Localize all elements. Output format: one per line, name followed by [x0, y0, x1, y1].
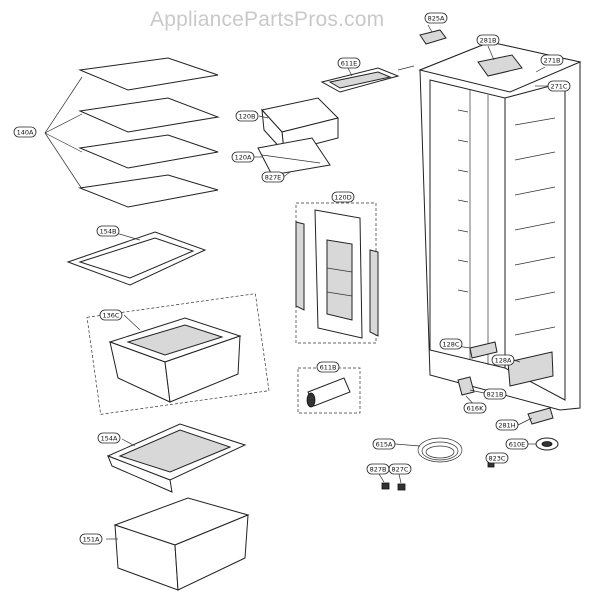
water-tube-coil — [417, 437, 463, 463]
clips — [381, 461, 495, 491]
svg-text:128A: 128A — [495, 357, 512, 365]
callout-120d: 120D — [331, 191, 355, 203]
svg-text:151A: 151A — [83, 536, 100, 544]
svg-text:615A: 615A — [376, 441, 393, 449]
crisper-drawer — [108, 317, 242, 403]
svg-text:611E: 611E — [341, 60, 358, 68]
callout-821b: 821B — [483, 388, 507, 400]
callout-615a: 615A — [372, 438, 396, 450]
top-bin — [320, 65, 415, 93]
top-hinge-part — [419, 29, 447, 45]
svg-text:271C: 271C — [551, 83, 568, 91]
top-component — [477, 54, 523, 77]
svg-text:823C: 823C — [489, 455, 506, 463]
svg-text:827C: 827C — [392, 466, 409, 474]
callout-151a: 151A — [79, 533, 103, 545]
svg-text:154A: 154A — [101, 435, 118, 443]
svg-text:281B: 281B — [480, 37, 497, 45]
callout-281h: 281H — [495, 419, 519, 431]
svg-text:610E: 610E — [509, 441, 526, 449]
glass-shelves — [78, 57, 220, 208]
svg-text:281H: 281H — [498, 422, 515, 430]
callout-154b: 154B — [96, 225, 120, 237]
watermark: AppliancePartsPros.com — [150, 8, 385, 31]
callout-611e: 611E — [337, 57, 361, 69]
svg-text:825A: 825A — [428, 15, 445, 23]
callout-120b: 120B — [235, 110, 259, 122]
callout-140a: 140A — [13, 126, 37, 138]
callout-136c: 136C — [99, 309, 123, 321]
shelf-assy — [106, 423, 247, 493]
callout-611b: 611B — [316, 361, 340, 373]
svg-text:120D: 120D — [334, 194, 351, 202]
callout-825a: 825A — [424, 12, 448, 24]
svg-text:271B: 271B — [544, 57, 561, 65]
svg-text:611B: 611B — [320, 364, 337, 372]
svg-text:128C: 128C — [443, 341, 460, 349]
svg-text:140A: 140A — [17, 129, 34, 137]
callout-281b: 281B — [476, 34, 500, 46]
callout-616k: 616K — [463, 402, 487, 414]
svg-text:154B: 154B — [100, 228, 117, 236]
callout-120a: 120A — [231, 151, 255, 163]
cabinet-rails — [457, 109, 556, 336]
svg-text:136C: 136C — [103, 312, 120, 320]
callout-823c: 823C — [485, 452, 509, 464]
svg-text:827E: 827E — [265, 174, 282, 182]
svg-text:120B: 120B — [239, 113, 256, 121]
callout-154a: 154A — [97, 432, 121, 444]
water-filter — [306, 377, 351, 408]
shelf-frame — [66, 231, 207, 286]
svg-text:120A: 120A — [235, 154, 252, 162]
callout-610e: 610E — [505, 438, 529, 450]
callout-128c: 128C — [439, 338, 463, 350]
bottom-drawer — [113, 497, 250, 591]
callout-827b: 827B — [366, 463, 390, 475]
refrigerator-cabinet — [418, 41, 582, 411]
door-frame — [295, 209, 379, 339]
callout-827e: 827E — [261, 171, 285, 183]
callout-271c: 271C — [547, 80, 571, 92]
grommet — [535, 437, 559, 451]
svg-text:827B: 827B — [370, 466, 387, 474]
callout-128a: 128A — [491, 354, 515, 366]
svg-text:821B: 821B — [487, 391, 504, 399]
svg-text:616K: 616K — [467, 405, 484, 413]
callout-827c: 827C — [388, 463, 412, 475]
callout-271b: 271B — [540, 54, 564, 66]
cover — [257, 137, 331, 176]
lower-brackets — [457, 341, 554, 425]
